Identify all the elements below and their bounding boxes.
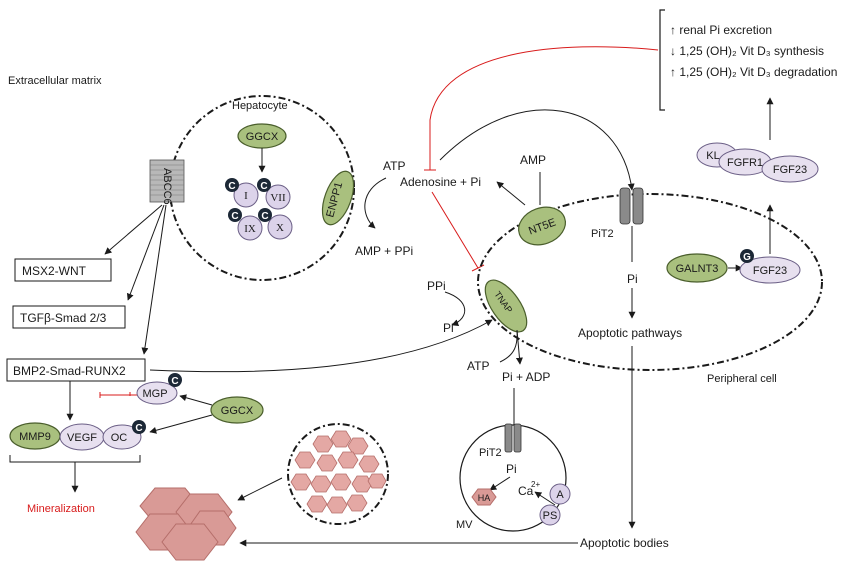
- peripheral-cell-label: Peripheral cell: [707, 373, 777, 385]
- hydroxyapatite-cluster: [287, 423, 389, 525]
- calcium-label: Ca: [518, 484, 534, 498]
- bmp2-smad-runx2-box: [6, 358, 146, 382]
- svg-text:MMP9: MMP9: [19, 431, 51, 443]
- mgp-protein: [136, 381, 178, 405]
- svg-text:MSX2-WNT: MSX2-WNT: [22, 264, 87, 278]
- pi-vesicle-label: Pi: [506, 462, 517, 476]
- svg-text:GGCX: GGCX: [246, 131, 279, 143]
- inhibition-adenosine-tnap: [431, 191, 479, 269]
- matrix-vesicle: [459, 424, 567, 532]
- svg-text:KL: KL: [706, 150, 719, 162]
- adenosine-pi-label: Adenosine + Pi: [400, 175, 481, 189]
- pi-inside-label: Pi: [627, 272, 638, 286]
- svg-text:PS: PS: [543, 510, 558, 522]
- svg-text:GGCX: GGCX: [221, 405, 254, 417]
- hepatocyte-label: Hepatocyte: [232, 100, 288, 112]
- oc-protein: [102, 424, 142, 450]
- svg-text:VII: VII: [270, 192, 286, 204]
- ps-lipid: [539, 504, 561, 526]
- svg-text:FGFR1: FGFR1: [727, 157, 763, 169]
- svg-text:C: C: [231, 211, 238, 222]
- svg-text:BMP2-Smad-RUNX2: BMP2-Smad-RUNX2: [13, 364, 126, 378]
- fgf23-peripheral: [739, 256, 801, 284]
- svg-text:C: C: [171, 376, 178, 387]
- svg-text:TGFβ-Smad 2/3: TGFβ-Smad 2/3: [20, 311, 107, 325]
- clotting-factors: I VII IX X C C C C: [225, 178, 293, 241]
- calcium-charge: 2+: [531, 480, 540, 489]
- extracellular-matrix-label: Extracellular matrix: [8, 75, 102, 87]
- pit2-vesicle: [504, 423, 522, 453]
- ha-crystal: [471, 488, 497, 506]
- svg-text:C: C: [261, 211, 268, 222]
- svg-text:IX: IX: [244, 223, 256, 235]
- pi-adp-label: Pi + ADP: [502, 370, 550, 384]
- svg-text:I: I: [244, 190, 248, 202]
- g-badge: G: [743, 252, 751, 263]
- inhibition-effects-adenosine: [429, 46, 659, 170]
- peripheral-cell-membrane: [477, 193, 823, 371]
- effect-vitd-degradation: ↑ 1,25 (OH)₂ Vit D₃ degradation: [670, 65, 837, 79]
- abcc6-transporter: ABCC6: [149, 159, 185, 205]
- svg-text:FGF23: FGF23: [753, 265, 787, 277]
- tnap-enzyme: [484, 279, 528, 333]
- pi-tnap-label: Pi: [443, 321, 454, 335]
- annexin-a: [549, 483, 571, 505]
- effect-vitd-synthesis: ↓ 1,25 (OH)₂ Vit D₃ synthesis: [670, 44, 824, 58]
- amp-ppi-label: AMP + PPi: [355, 244, 413, 258]
- apoptotic-bodies-label: Apoptotic bodies: [580, 536, 669, 550]
- tgfb-smad-box: [12, 305, 126, 329]
- effects-bracket: ↑ renal Pi excretion ↓ 1,25 (OH)₂ Vit D₃…: [659, 9, 837, 111]
- svg-text:C: C: [135, 423, 142, 434]
- pit2-label-top: PiT2: [591, 228, 614, 240]
- svg-text:HA: HA: [478, 493, 491, 503]
- amp-label: AMP: [520, 153, 546, 167]
- abcc6-label: ABCC6: [161, 168, 173, 205]
- svg-text:C: C: [228, 181, 235, 192]
- svg-text:OC: OC: [111, 432, 128, 444]
- mv-label: MV: [456, 519, 473, 531]
- ppi-label: PPi: [427, 279, 446, 293]
- svg-text:MGP: MGP: [142, 388, 167, 400]
- fgf23-bound: [761, 155, 819, 183]
- galnt3-enzyme: [666, 253, 728, 283]
- msx2-wnt-box: [14, 258, 112, 282]
- effect-renal-pi: ↑ renal Pi excretion: [670, 23, 772, 37]
- pit2-label-vesicle: PiT2: [479, 447, 502, 459]
- atp-label-top: ATP: [383, 159, 405, 173]
- svg-text:A: A: [556, 489, 564, 501]
- atp-label-bottom: ATP: [467, 359, 489, 373]
- svg-text:VEGF: VEGF: [67, 432, 97, 444]
- svg-text:X: X: [276, 222, 284, 234]
- mineral-deposits: [135, 487, 237, 561]
- nt5e-enzyme: [518, 206, 566, 246]
- pit2-peripheral: [619, 187, 644, 225]
- svg-text:C: C: [260, 181, 267, 192]
- svg-text:GALNT3: GALNT3: [676, 263, 719, 275]
- apoptotic-pathways-label: Apoptotic pathways: [578, 326, 682, 340]
- mineralization-label: Mineralization: [27, 503, 95, 515]
- svg-text:FGF23: FGF23: [773, 164, 807, 176]
- enpp1-enzyme: [321, 170, 355, 226]
- ggcx-lower: [210, 396, 264, 424]
